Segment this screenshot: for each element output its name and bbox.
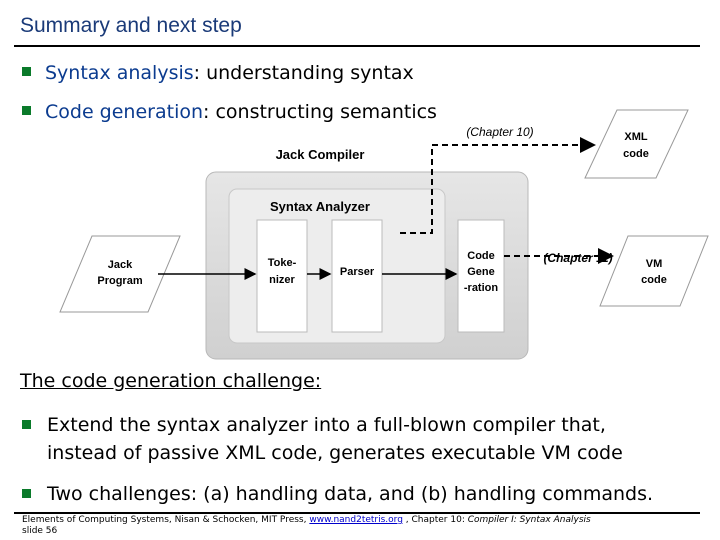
footer-chapter: , Chapter 10: [402, 515, 468, 525]
chapter11-label: (Chapter 11) [543, 251, 612, 265]
syntax-analyzer-label: Syntax Analyzer [270, 199, 370, 214]
bullet-marker [22, 420, 31, 429]
jack-compiler-label: Jack Compiler [276, 147, 365, 162]
bullet-text: : understanding syntax [193, 62, 414, 84]
code-generation-box [457, 219, 505, 333]
xml-code-shape [584, 109, 689, 179]
xml-code-label-2: code [623, 148, 649, 160]
footer-link[interactable]: www.nand2tetris.org [309, 515, 403, 525]
tokenizer-label-1: Toke- [268, 257, 297, 269]
jack-program-shape [59, 235, 181, 313]
footer-chapter-title: Compiler I: Syntax Analysis [467, 515, 591, 525]
codegen-label-3: -ration [464, 282, 499, 294]
bullet-marker [22, 67, 31, 76]
title-rule [14, 45, 700, 47]
challenge-bullet-line-2: instead of passive XML code, generates e… [47, 442, 623, 464]
challenge-heading: The code generation challenge: [20, 370, 322, 392]
tokenizer-label-2: nizer [269, 274, 295, 286]
codegen-label-2: Gene [467, 266, 495, 278]
bullet-marker [22, 489, 31, 498]
tokenizer-box [256, 219, 308, 333]
footer: Elements of Computing Systems, Nisan & S… [22, 515, 591, 537]
jack-program-label-2: Program [97, 275, 142, 287]
footer-rule [14, 512, 700, 514]
footer-source: Elements of Computing Systems, Nisan & S… [22, 515, 310, 525]
chapter10-label: (Chapter 10) [466, 125, 533, 139]
slide-title: Summary and next step [20, 14, 242, 37]
parser-box [331, 219, 383, 333]
bullet-text: : constructing semantics [203, 101, 437, 123]
vm-code-shape [599, 235, 709, 307]
codegen-label-1: Code [467, 250, 495, 262]
vm-code-label-2: code [641, 274, 667, 286]
parser-label: Parser [340, 266, 375, 278]
challenge-bullet-text: Two challenges: (a) handling data, and (… [47, 483, 654, 505]
challenge-bullet-line-1: Extend the syntax analyzer into a full-b… [47, 414, 606, 436]
jack-program-label-1: Jack [108, 259, 133, 271]
challenge-bullet-text: Extend the syntax analyzer into a full-b… [47, 411, 623, 467]
bullet-syntax-analysis: Syntax analysis: understanding syntax [22, 60, 414, 86]
bullet-marker [22, 106, 31, 115]
footer-slide-number: slide 56 [22, 526, 58, 536]
arrow-parser-to-xml [400, 137, 596, 234]
bullet-term: Code generation [45, 101, 204, 123]
bullet-term: Syntax analysis [45, 62, 194, 84]
xml-code-label-1: XML [624, 131, 648, 143]
vm-code-label-1: VM [646, 258, 663, 270]
bullet-code-generation: Code generation: constructing semantics [22, 99, 437, 125]
